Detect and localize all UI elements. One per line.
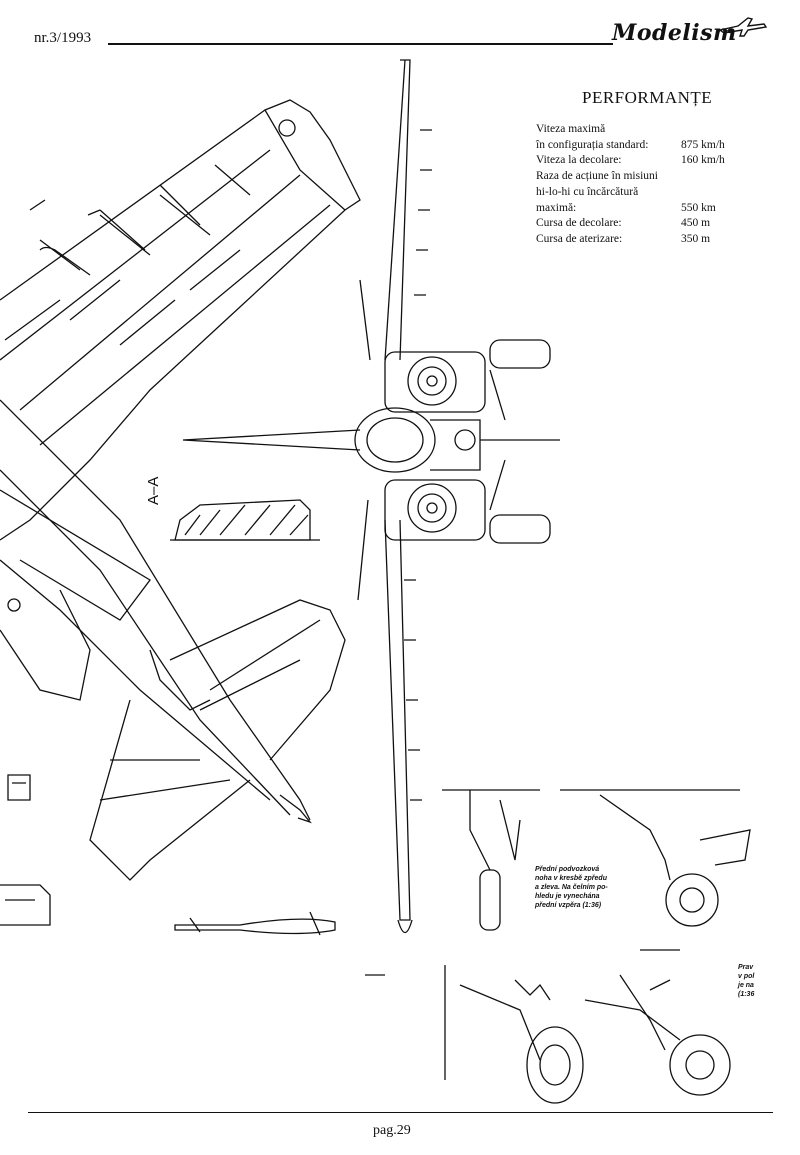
gear-note-line: (1:36 bbox=[738, 991, 755, 998]
issue-number: nr.3/1993 bbox=[34, 30, 92, 46]
perf-label: maximă: bbox=[536, 201, 577, 214]
perf-value: 875 km/h bbox=[681, 138, 725, 151]
gear-note-line: v pol bbox=[738, 973, 755, 980]
performance-table: Viteza maximă în configurația standard: 8… bbox=[536, 122, 751, 248]
perf-row: Cursa de decolare: 450 m bbox=[536, 216, 751, 232]
front-view-wing bbox=[357, 59, 432, 934]
gear-note-main: Prav v pol je na (1:36 bbox=[738, 963, 754, 999]
perf-label: Cursa de aterizare: bbox=[536, 232, 623, 245]
gear-note-line: Prav bbox=[738, 964, 754, 971]
perf-label: Cursa de decolare: bbox=[536, 217, 622, 230]
perf-row: maximă: 550 km bbox=[536, 201, 751, 217]
page-number: pag.29 bbox=[373, 1123, 411, 1138]
gear-note-line: přední vzpěra (1:36) bbox=[535, 902, 602, 909]
footer-rule bbox=[28, 1112, 773, 1113]
perf-value: 350 m bbox=[681, 232, 711, 245]
perf-label: hi-lo-hi cu încărcătură bbox=[536, 185, 639, 198]
magazine-logo: Modelism bbox=[612, 20, 737, 46]
perf-row: Viteza la decolare: 160 km/h bbox=[536, 153, 751, 169]
perf-row: hi-lo-hi cu încărcătură bbox=[536, 185, 751, 201]
section-label: A–A bbox=[145, 476, 162, 505]
gear-note-line: je na bbox=[738, 982, 754, 989]
gear-note-line: a zleva. Na čelním po- bbox=[535, 884, 608, 891]
perf-label: Viteza la decolare: bbox=[536, 154, 622, 167]
section-aa bbox=[170, 499, 320, 541]
perf-row: Raza de acțiune în misiuni bbox=[536, 169, 751, 185]
plane-logo-icon bbox=[718, 17, 768, 37]
gear-note-line: Přední podvozková bbox=[535, 866, 600, 873]
gear-note-front: Přední podvozková noha v kresbě zpředu a… bbox=[535, 865, 608, 910]
perf-label: în configurația standard: bbox=[536, 138, 649, 151]
perf-value: 450 m bbox=[681, 217, 711, 230]
performance-title: PERFORMANȚE bbox=[582, 88, 713, 107]
front-view-fuselage bbox=[182, 339, 560, 544]
perf-row: în configurația standard: 875 km/h bbox=[536, 138, 751, 154]
perf-value: 160 km/h bbox=[681, 154, 725, 167]
perf-label: Viteza maximă bbox=[536, 123, 606, 135]
perf-label: Raza de acțiune în misiuni bbox=[536, 170, 658, 183]
top-view-wing bbox=[0, 99, 361, 541]
gear-note-line: noha v kresbě zpředu bbox=[535, 875, 607, 882]
perf-value: 550 km bbox=[681, 201, 716, 214]
top-view-fuselage bbox=[0, 399, 312, 824]
gear-note-line: hledu je vynechána bbox=[535, 893, 600, 900]
top-view-tailplane bbox=[89, 599, 346, 881]
perf-row: Cursa de aterizare: 350 m bbox=[536, 232, 751, 248]
header-rule bbox=[108, 43, 613, 45]
landing-gear-details bbox=[365, 789, 751, 1104]
perf-row: Viteza maximă bbox=[536, 122, 751, 138]
missile-drawing bbox=[0, 774, 336, 936]
